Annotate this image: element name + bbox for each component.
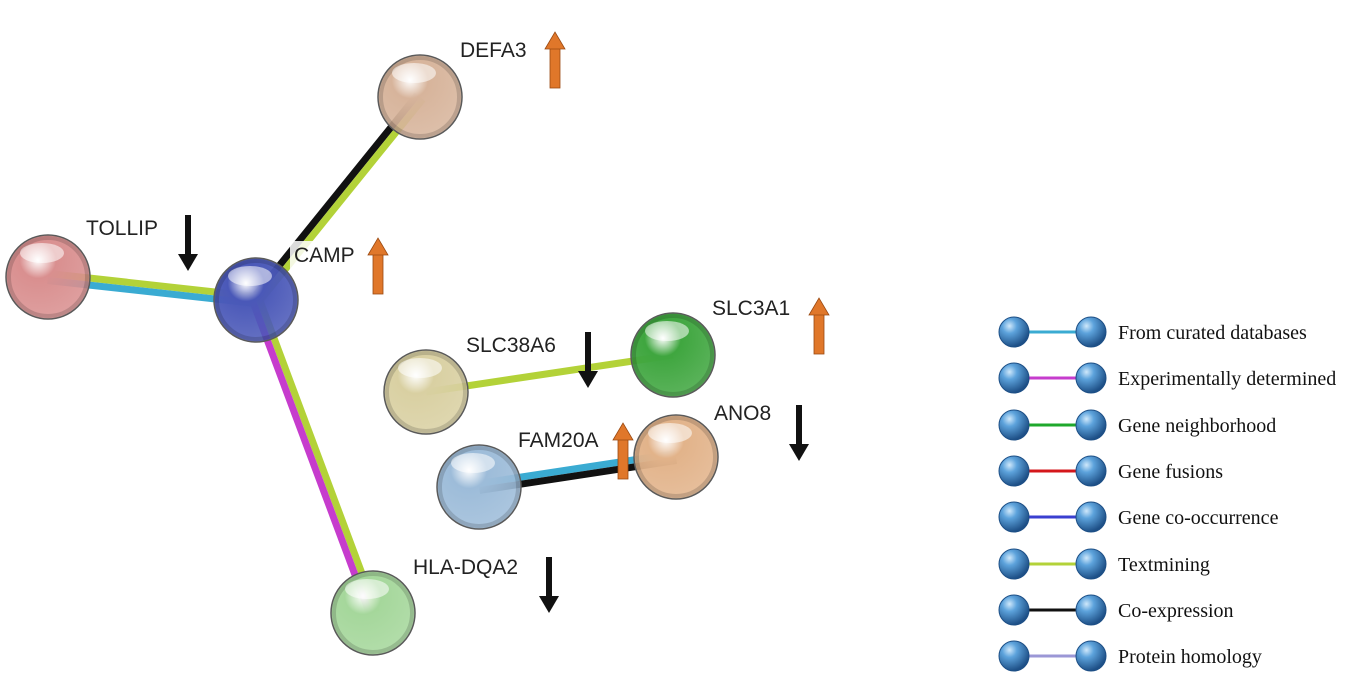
node-ano8[interactable] xyxy=(633,414,719,500)
legend-label: Experimentally determined xyxy=(1118,368,1336,390)
node-label-text: FAM20A xyxy=(518,429,599,452)
legend-node-icon xyxy=(1075,594,1107,626)
down-arrow-icon-ano8 xyxy=(789,405,809,461)
node-label-text: SLC3A1 xyxy=(712,297,790,320)
node-label-defa3: DEFA3 xyxy=(456,36,531,64)
edges-layer xyxy=(47,92,678,616)
legend-label: Textmining xyxy=(1118,554,1210,576)
legend-node-icon xyxy=(1075,316,1107,348)
edge-camp-defa3-coexpression xyxy=(250,92,421,300)
legend-label: Protein homology xyxy=(1118,646,1262,668)
legend-item-from-curated-databases: From curated databases xyxy=(998,316,1307,348)
node-tollip[interactable] xyxy=(5,234,91,320)
legend-item-textmining: Textmining xyxy=(998,548,1210,580)
legend-node-icon xyxy=(998,501,1030,533)
node-slc38a6[interactable] xyxy=(383,349,469,435)
node-label-text: CAMP xyxy=(294,244,355,267)
legend-item-protein-homology: Protein homology xyxy=(998,640,1262,672)
down-arrow-icon-slc38a6 xyxy=(578,332,598,388)
node-label-ano8: ANO8 xyxy=(710,399,776,427)
legend-node-icon xyxy=(998,594,1030,626)
node-label-hla-dqa2: HLA-DQA2 xyxy=(409,553,523,581)
legend-item-gene-fusions: Gene fusions xyxy=(998,455,1223,487)
legend-node-icon xyxy=(998,640,1030,672)
legend-node-icon xyxy=(998,455,1030,487)
legend-item-gene-neighborhood: Gene neighborhood xyxy=(998,409,1276,441)
legend-node-icon xyxy=(1075,548,1107,580)
legend-node-icon xyxy=(1075,501,1107,533)
legend-node-icon xyxy=(1075,409,1107,441)
node-slc3a1[interactable] xyxy=(630,312,716,398)
legend-node-icon xyxy=(1075,362,1107,394)
legend-node-icon xyxy=(998,362,1030,394)
legend-node-icon xyxy=(1075,640,1107,672)
node-label-text: HLA-DQA2 xyxy=(413,556,518,579)
nodes-layer xyxy=(5,54,719,656)
node-label-text: DEFA3 xyxy=(460,39,527,62)
legend-item-co-expression: Co-expression xyxy=(998,594,1234,626)
legend-node-icon xyxy=(998,316,1030,348)
legend-node-icon xyxy=(1075,455,1107,487)
node-highlight xyxy=(228,266,272,286)
legend-label: Gene fusions xyxy=(1118,461,1223,483)
legend-label: Gene co-occurrence xyxy=(1118,507,1279,529)
edge-camp-defa3-textmining xyxy=(255,97,426,305)
down-arrow-icon-hla-dqa2 xyxy=(539,557,559,613)
node-highlight xyxy=(20,243,64,263)
legend-label: From curated databases xyxy=(1118,322,1307,344)
node-camp[interactable] xyxy=(213,257,299,343)
node-highlight xyxy=(398,358,442,378)
edge-camp-hla-dqa2-experimental xyxy=(249,300,373,616)
node-highlight xyxy=(645,321,689,341)
node-fam20a[interactable] xyxy=(436,444,522,530)
legend-item-gene-co-occurrence: Gene co-occurrence xyxy=(998,501,1279,533)
node-label-fam20a: FAM20A xyxy=(514,426,603,454)
up-arrow-icon-slc3a1 xyxy=(808,297,830,355)
node-label-text: TOLLIP xyxy=(86,217,158,240)
legend-label: Gene neighborhood xyxy=(1118,415,1276,437)
node-label-tollip: TOLLIP xyxy=(82,214,162,242)
node-hla-dqa2[interactable] xyxy=(330,570,416,656)
up-arrow-icon-fam20a xyxy=(612,422,634,480)
edge-camp-hla-dqa2-textmining xyxy=(256,297,380,614)
node-label-camp: CAMP xyxy=(290,241,359,269)
up-arrow-icon-defa3 xyxy=(544,31,566,89)
node-label-slc38a6: SLC38A6 xyxy=(462,331,560,359)
node-defa3[interactable] xyxy=(377,54,463,140)
node-highlight xyxy=(392,63,436,83)
up-arrow-icon-camp xyxy=(367,237,389,295)
node-highlight xyxy=(345,579,389,599)
node-highlight xyxy=(451,453,495,473)
legend-node-icon xyxy=(998,409,1030,441)
node-label-slc3a1: SLC3A1 xyxy=(708,294,795,322)
legend-node-icon xyxy=(998,548,1030,580)
node-label-text: ANO8 xyxy=(714,402,771,425)
node-highlight xyxy=(648,423,692,443)
legend-item-experimentally-determined: Experimentally determined xyxy=(998,362,1336,394)
node-label-text: SLC38A6 xyxy=(466,334,556,357)
down-arrow-icon-tollip xyxy=(178,215,198,271)
legend-label: Co-expression xyxy=(1118,600,1234,622)
